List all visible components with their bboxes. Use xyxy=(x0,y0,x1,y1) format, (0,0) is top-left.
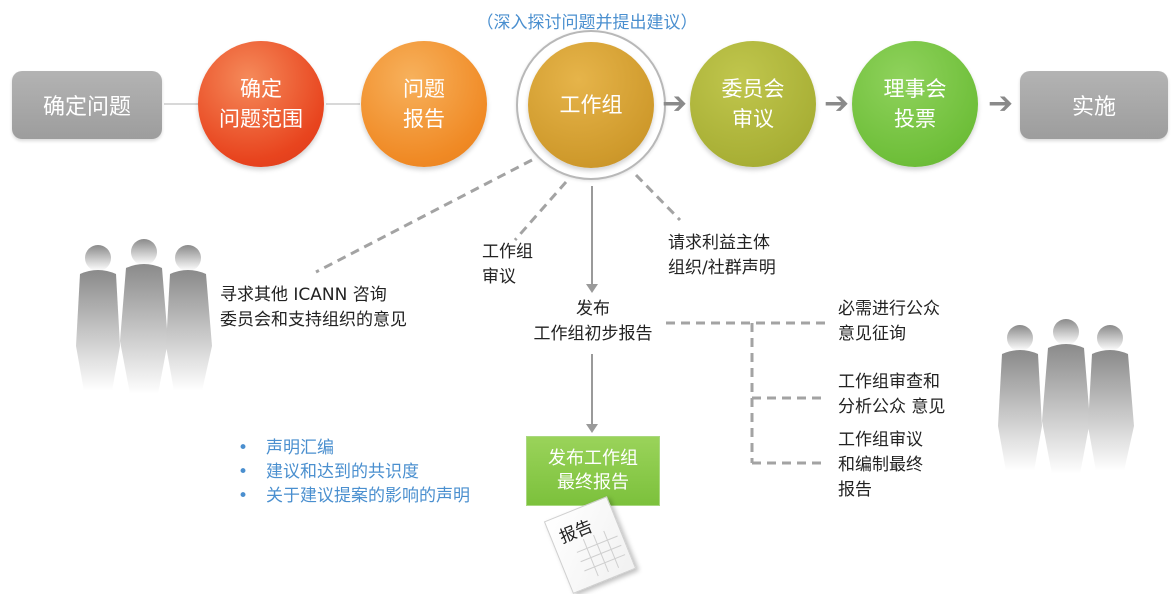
bullet-icon: • xyxy=(238,462,249,482)
note-line: 委员会和支持组织的意见 xyxy=(220,310,407,330)
note-line: 请求利益主体 xyxy=(668,233,770,253)
right-item-public-comment: 必需进行公众 意见征询 xyxy=(838,297,940,347)
note-line: 工作组审议 xyxy=(838,430,923,450)
list-item-text: 声明汇编 xyxy=(266,438,334,458)
step-label-line1: 工作组 xyxy=(559,93,623,117)
step-label-line1: 确定 xyxy=(240,77,282,101)
flow-arrow-icon: ➔ xyxy=(824,86,850,121)
note-line: 审议 xyxy=(482,267,516,287)
note-line: 分析公众 意见 xyxy=(838,397,946,417)
list-item-text: 关于建议提案的影响的声明 xyxy=(266,486,470,506)
report-document-icon: 报告 xyxy=(543,496,637,594)
paper-grid-icon xyxy=(576,530,626,577)
note-line: 工作组初步报告 xyxy=(533,324,653,344)
note-line: 组织/社群声明 xyxy=(668,258,776,278)
step-label-line1: 理事会 xyxy=(883,77,947,101)
step-label-line2: 问题范围 xyxy=(219,107,303,131)
stakeholder-note: 请求利益主体 组织/社群声明 xyxy=(668,231,776,281)
step-label-line1: 问题 xyxy=(403,77,445,101)
people-silhouette-left xyxy=(76,239,212,394)
subtitle: （深入探讨问题并提出建议） xyxy=(476,13,698,33)
initial-report-note: 发布 工作组初步报告 xyxy=(518,297,668,347)
list-item: • 建议和达到的共识度 xyxy=(236,460,470,484)
right-item-review-analysis: 工作组审查和 分析公众 意见 xyxy=(838,370,945,420)
list-item: • 关于建议提案的影响的声明 xyxy=(236,484,470,508)
start-box: 确定问题 xyxy=(12,71,162,139)
report-contents-list: • 声明汇编 • 建议和达到的共识度 • 关于建议提案的影响的声明 xyxy=(236,436,470,508)
note-line: 和编制最终 xyxy=(838,455,923,475)
final-report-line1: 发布工作组 xyxy=(548,448,638,469)
bullet-icon: • xyxy=(238,438,249,458)
flow-arrow-icon: ➔ xyxy=(662,86,688,121)
step-board-circle: 理事会 投票 xyxy=(852,41,978,167)
final-report-line2: 最终报告 xyxy=(557,472,629,493)
step-working-group-circle: 工作组 xyxy=(528,42,654,168)
step-council-circle: 委员会 审议 xyxy=(690,41,816,167)
final-report-box: 发布工作组 最终报告 xyxy=(526,436,660,506)
step-label-line1: 委员会 xyxy=(721,77,785,101)
note-line: 发布 xyxy=(576,299,610,319)
note-line: 意见征询 xyxy=(838,324,906,344)
people-silhouette-right xyxy=(998,319,1134,474)
note-line: 必需进行公众 xyxy=(838,299,940,319)
list-item-text: 建议和达到的共识度 xyxy=(266,462,419,482)
working-group-ring: 工作组 xyxy=(516,30,666,180)
note-line: 寻求其他 ICANN 咨询 xyxy=(220,285,387,305)
step-label-line2: 投票 xyxy=(894,107,936,131)
note-line: 工作组审查和 xyxy=(838,372,940,392)
right-item-final-prep: 工作组审议 和编制最终 报告 xyxy=(838,428,923,503)
flow-arrow-icon: ➔ xyxy=(988,86,1014,121)
step-scope-circle: 确定 问题范围 xyxy=(198,41,324,167)
note-line: 报告 xyxy=(838,480,872,500)
step-label-line2: 报告 xyxy=(403,107,445,131)
note-line: 工作组 xyxy=(482,242,533,262)
list-item: • 声明汇编 xyxy=(236,436,470,460)
step-label-line2: 审议 xyxy=(732,107,774,131)
end-box: 实施 xyxy=(1020,71,1168,139)
left-note: 寻求其他 ICANN 咨询 委员会和支持组织的意见 xyxy=(220,283,407,333)
bullet-icon: • xyxy=(238,486,249,506)
wg-review-note: 工作组 审议 xyxy=(482,240,533,290)
step-issue-report-circle: 问题 报告 xyxy=(361,41,487,167)
